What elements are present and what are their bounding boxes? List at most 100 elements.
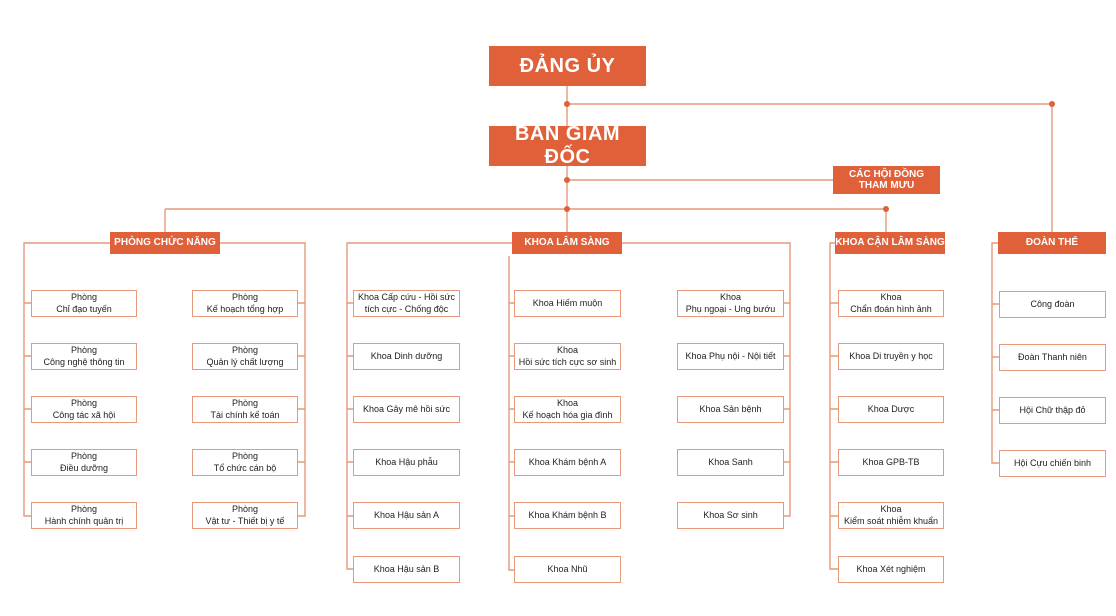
unit-line: Phòng — [231, 451, 259, 462]
category-khoa-lam-sang: KHOA LÂM SÀNG — [512, 232, 622, 254]
unit-line: Chỉ đạo tuyến — [56, 303, 112, 314]
category-khoa-can-lam-sang: KHOA CẬN LÂM SÀNG — [835, 232, 945, 254]
unit-line: Công đoàn — [1030, 298, 1075, 309]
unit-line: Quản lý chất lượng — [206, 356, 284, 367]
unit-box: Đoàn Thanh niên — [999, 344, 1106, 371]
unit-line: Khoa Phụ nội - Nội tiết — [685, 350, 776, 361]
unit-line: Chẩn đoán hình ảnh — [850, 303, 932, 314]
unit-line: Hành chính quản trị — [44, 515, 124, 526]
unit-line: Tài chính kế toán — [210, 409, 280, 420]
unit-line: Khoa — [556, 345, 579, 356]
unit-line: tích cực - Chống độc — [364, 303, 449, 314]
unit-line: Phòng — [231, 398, 259, 409]
unit-line: Khoa Dược — [867, 403, 915, 414]
category-doan-the: ĐOÀN THỂ — [998, 232, 1106, 254]
unit-line: Khoa Hậu phẫu — [375, 456, 438, 467]
unit-line: Phòng — [70, 398, 98, 409]
unit-box: Khoa Hậu sản A — [353, 502, 460, 529]
unit-line: Hội Chữ thập đỏ — [1019, 404, 1086, 415]
unit-line: Khoa Sơ sinh — [703, 509, 758, 520]
advisory-line-1: CÁC HỘI ĐỒNG — [849, 168, 924, 180]
unit-box: Khoa Dinh dưỡng — [353, 343, 460, 370]
unit-line: Kế hoạch tổng hợp — [206, 303, 284, 314]
unit-box: Khoa Sơ sinh — [677, 502, 784, 529]
advisory-council-box: CÁC HỘI ĐỒNG THAM MƯU — [833, 166, 940, 194]
unit-line: Khoa GPB-TB — [862, 456, 920, 467]
category-label: ĐOÀN THỂ — [1025, 237, 1079, 249]
unit-box: Khoa Hậu sản B — [353, 556, 460, 583]
unit-box: Khoa Sản bệnh — [677, 396, 784, 423]
unit-line: Đoàn Thanh niên — [1018, 351, 1087, 362]
unit-line: Điều dưỡng — [60, 462, 108, 473]
unit-line: Khoa — [719, 292, 742, 303]
unit-line: Khoa Hậu sản B — [373, 563, 440, 574]
unit-box: Khoa Xét nghiệm — [838, 556, 944, 583]
unit-line: Khoa Dinh dưỡng — [370, 350, 443, 361]
category-phong-chuc-nang: PHÒNG CHỨC NĂNG — [110, 232, 220, 254]
unit-line: Khoa Sản bệnh — [699, 403, 762, 414]
unit-line: Khoa Gây mê hồi sức — [362, 403, 451, 414]
junction-dot — [564, 101, 570, 107]
unit-line: Phòng — [70, 451, 98, 462]
dang-uy-label: ĐẢNG ỦY — [519, 54, 616, 77]
unit-box: Khoa Sanh — [677, 449, 784, 476]
unit-line: Khoa — [880, 292, 902, 303]
unit-line: Tổ chức cán bộ — [213, 462, 277, 473]
junction-dot — [883, 206, 889, 212]
unit-box: Khoa GPB-TB — [838, 449, 944, 476]
unit-box: Hội Cựu chiến binh — [999, 450, 1106, 477]
unit-box: Khoa Hậu phẫu — [353, 449, 460, 476]
unit-box: Hội Chữ thập đỏ — [999, 397, 1106, 424]
dang-uy-box: ĐẢNG ỦY — [489, 46, 646, 86]
unit-line: Công tác xã hội — [52, 409, 116, 420]
category-label: PHÒNG CHỨC NĂNG — [114, 237, 216, 249]
unit-line: Phòng — [231, 345, 259, 356]
unit-box: Khoa Phụ nội - Nội tiết — [677, 343, 784, 370]
unit-box: Khoa Khám bệnh A — [514, 449, 621, 476]
junction-dot — [564, 206, 570, 212]
unit-box: Khoa Dược — [838, 396, 944, 423]
unit-line: Phòng — [231, 504, 259, 515]
unit-box: Công đoàn — [999, 291, 1106, 318]
unit-line: Khoa Nhũ — [547, 563, 588, 574]
unit-line: Vật tư - Thiết bị y tế — [205, 515, 285, 526]
junction-dot — [1049, 101, 1055, 107]
unit-line: Khoa — [556, 398, 579, 409]
unit-line: Phụ ngoại - Ung bướu — [685, 303, 776, 314]
unit-line: Công nghệ thông tin — [43, 356, 125, 367]
unit-line: Kiểm soát nhiễm khuẩn — [843, 515, 939, 526]
unit-line: Hội Cựu chiến binh — [1013, 457, 1092, 468]
unit-line: Khoa Di truyền y học — [849, 350, 933, 361]
junction-dot — [564, 177, 570, 183]
unit-line: Phòng — [231, 292, 259, 303]
unit-box: Khoa Gây mê hồi sức — [353, 396, 460, 423]
unit-box: Khoa Nhũ — [514, 556, 621, 583]
unit-line: Khoa Cấp cứu - Hồi sức — [357, 292, 456, 303]
category-label: KHOA CẬN LÂM SÀNG — [835, 237, 945, 249]
ban-giam-doc-box: BAN GIÁM ĐỐC — [489, 123, 646, 168]
ban-giam-doc-label: BAN GIÁM ĐỐC — [514, 123, 621, 168]
unit-line: Khoa Hiếm muộn — [532, 297, 603, 308]
unit-line: Khoa — [880, 504, 902, 515]
unit-line: Khoa Xét nghiệm — [856, 563, 926, 574]
unit-box: Khoa Hiếm muộn — [514, 290, 621, 317]
unit-line: Phòng — [70, 504, 98, 515]
unit-line: Kế hoạch hóa gia đình — [522, 409, 613, 420]
category-label: KHOA LÂM SÀNG — [524, 237, 610, 249]
unit-box: Khoa Di truyền y học — [838, 343, 944, 370]
